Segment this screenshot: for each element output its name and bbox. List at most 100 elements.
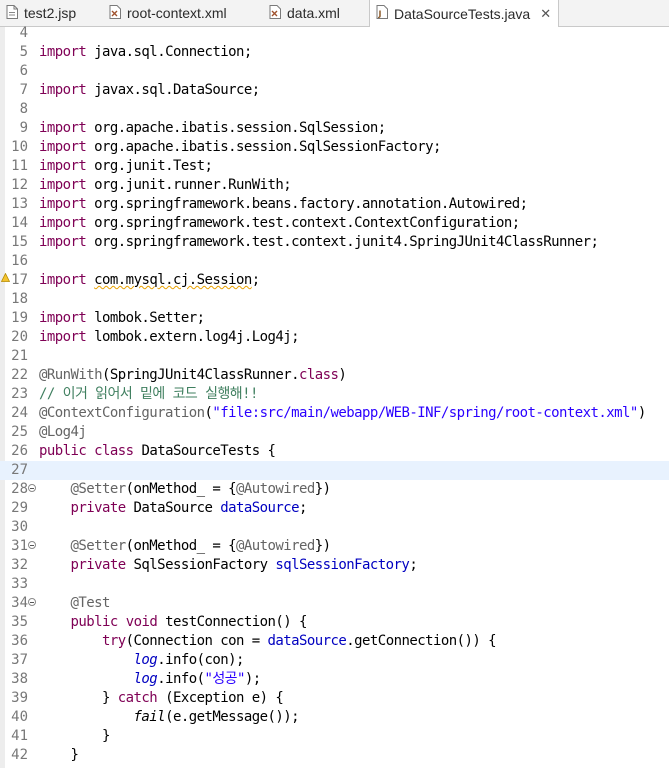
tab-label: DataSourceTests.java [394, 5, 531, 22]
code-line[interactable]: 6 [0, 62, 669, 81]
code-line[interactable]: 24@ContextConfiguration("file:src/main/w… [0, 404, 669, 423]
code-token: fail [133, 709, 166, 725]
line-number: 36 [11, 633, 28, 649]
line-number: 16 [11, 253, 28, 269]
line-number: 17 [11, 272, 28, 288]
code-line[interactable]: 18 [0, 290, 669, 309]
code-line[interactable]: 22@RunWith(SpringJUnit4ClassRunner.class… [0, 366, 669, 385]
close-icon[interactable]: ✕ [540, 5, 552, 21]
code-token: org.junit.Test; [86, 158, 213, 174]
code-line[interactable]: 40 fail(e.getMessage()); [0, 708, 669, 727]
code-token: import [39, 44, 87, 60]
collapse-icon[interactable] [28, 484, 36, 492]
code-token: import [39, 310, 87, 326]
code-token: import [39, 196, 87, 212]
code-text: try(Connection con = dataSource.getConne… [39, 632, 497, 651]
code-token: ) [637, 405, 646, 421]
code-line[interactable]: 31 @Setter(onMethod_ = {@Autowired}) [0, 537, 669, 556]
code-text: log.info(con); [39, 651, 245, 670]
code-line[interactable]: 32 private SqlSessionFactory sqlSessionF… [0, 556, 669, 575]
tab-data-xml[interactable]: data.xml [263, 0, 363, 26]
code-token [39, 595, 71, 611]
code-line[interactable]: 30 [0, 518, 669, 537]
code-line[interactable]: 42 } [0, 746, 669, 765]
code-token: ) [338, 367, 347, 383]
collapse-icon[interactable] [28, 541, 36, 549]
code-line[interactable]: 19 import lombok.Setter; [0, 309, 669, 328]
code-line[interactable]: 38 log.info("성공"); [0, 670, 669, 689]
code-line[interactable]: 41 } [0, 727, 669, 746]
code-line[interactable]: 34 @Test [0, 594, 669, 613]
code-token: // 이거 읽어서 밑에 코드 실행해!! [39, 386, 258, 402]
code-token: dataSource [220, 500, 300, 516]
code-text: @ContextConfiguration("file:src/main/web… [39, 404, 646, 423]
code-token [118, 614, 126, 630]
code-token: } [39, 728, 110, 744]
line-number: 21 [11, 348, 28, 364]
code-text: } catch (Exception e) { [39, 689, 284, 708]
line-number: 19 [11, 310, 28, 326]
code-token: lombok.extern.log4j.Log4j; [86, 329, 300, 345]
code-token: dataSource [267, 633, 347, 649]
code-token: "성공" [204, 671, 245, 687]
code-token: lombok.Setter; [86, 310, 205, 326]
code-token: ( [204, 405, 213, 421]
code-line[interactable]: 27 [0, 461, 669, 480]
line-number: 15 [11, 234, 28, 250]
code-token: SqlSessionFactory [125, 557, 276, 573]
collapse-icon[interactable] [28, 598, 36, 606]
warning-icon[interactable] [1, 273, 10, 282]
line-number: 34 [11, 595, 28, 611]
code-token: (onMethod_ = { [125, 538, 237, 554]
code-token [86, 443, 94, 459]
tab-test2-jsp[interactable]: test2.jsp [0, 0, 97, 26]
code-line[interactable]: 36 try(Connection con = dataSource.getCo… [0, 632, 669, 651]
line-number: 20 [11, 329, 28, 345]
code-line[interactable]: 8 [0, 100, 669, 119]
code-token: import [39, 272, 87, 288]
line-number: 13 [11, 196, 28, 212]
code-line[interactable]: 37 log.info(con); [0, 651, 669, 670]
line-number: 22 [11, 367, 28, 383]
tab-root-context-xml[interactable]: root-context.xml [103, 0, 255, 26]
code-line[interactable]: 4 [0, 24, 669, 43]
code-text: import java.sql.Connection; [39, 43, 252, 62]
code-line[interactable]: 39 } catch (Exception e) { [0, 689, 669, 708]
code-line[interactable]: 28 @Setter(onMethod_ = {@Autowired}) [0, 480, 669, 499]
tab-datasourcetests-java[interactable]: J DataSourceTests.java ✕ [369, 0, 559, 27]
code-line[interactable]: 33 [0, 575, 669, 594]
code-text: @Setter(onMethod_ = {@Autowired}) [39, 537, 332, 556]
code-token: import [39, 234, 87, 250]
code-line[interactable]: 23 // 이거 읽어서 밑에 코드 실행해!! [0, 385, 669, 404]
line-number: 23 [11, 386, 28, 402]
code-token [39, 671, 134, 687]
code-text: import javax.sql.DataSource; [39, 81, 260, 100]
line-number: 25 [11, 424, 28, 440]
code-line[interactable]: 16 [0, 252, 669, 271]
code-line[interactable]: 35 public void testConnection() { [0, 613, 669, 632]
svg-text:J: J [378, 10, 382, 19]
code-token: } [39, 747, 79, 763]
code-line[interactable]: 17 import com.mysql.cj.Session; [0, 271, 669, 290]
line-number: 33 [11, 576, 28, 592]
line-number: 12 [11, 177, 28, 193]
code-text: import com.mysql.cj.Session; [39, 271, 260, 290]
code-line[interactable]: 25@Log4j [0, 423, 669, 442]
line-number: 6 [19, 63, 28, 79]
code-line[interactable]: 29 private DataSource dataSource; [0, 499, 669, 518]
java-file-icon: J [376, 5, 388, 22]
code-line[interactable]: 21 [0, 347, 669, 366]
